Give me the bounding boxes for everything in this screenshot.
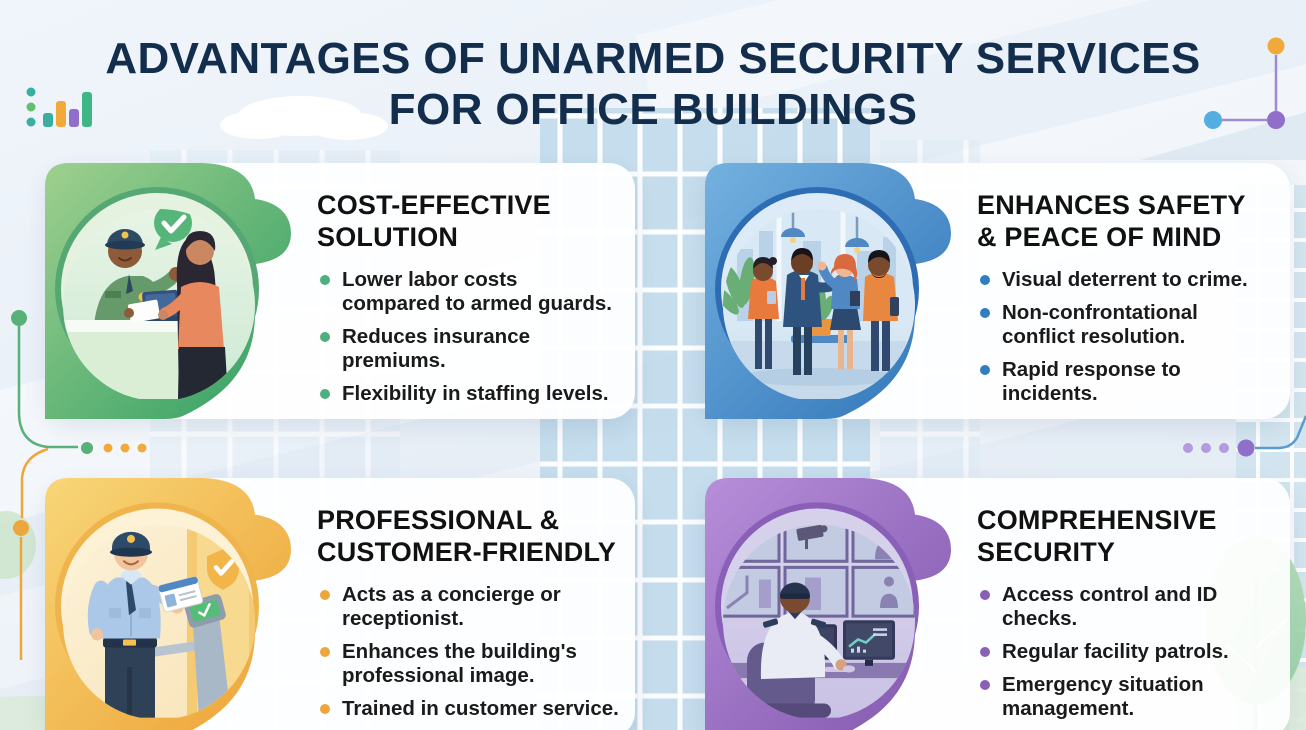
person-orange-sweater	[863, 250, 899, 371]
card-content: COST-EFFECTIVE SOLUTION Lower labor cost…	[317, 189, 621, 415]
cloud	[220, 96, 388, 140]
bullet-item: Enhances the building's professional ima…	[317, 640, 621, 688]
guard-figure	[87, 531, 204, 718]
card-professional-customer-friendly: PROFESSIONAL & CUSTOMER-FRIENDLY Acts as…	[45, 478, 635, 730]
bullet-item: Non-confrontational conflict resolution.	[977, 301, 1276, 349]
person-blue-blazer	[817, 254, 861, 369]
bullet-item: Trained in customer service.	[317, 697, 621, 721]
bullet-list: Acts as a concierge or receptionist. Enh…	[317, 583, 621, 721]
card-heading: COST-EFFECTIVE SOLUTION	[317, 190, 551, 252]
page-title-line2: FOR OFFICE BUILDINGS	[388, 85, 918, 134]
purple-accent-blob	[705, 478, 951, 730]
turnstile	[147, 594, 231, 718]
card-heading: PROFESSIONAL & CUSTOMER-FRIENDLY	[317, 505, 616, 567]
illustration-cctv-control-room	[723, 524, 915, 718]
bullet-item: Visual deterrent to crime.	[977, 268, 1276, 292]
bullet-list: Lower labor costs compared to armed guar…	[317, 268, 621, 406]
shield-check-icon	[207, 549, 239, 590]
bush	[0, 511, 36, 579]
page-title: ADVANTAGES OF UNARMED SECURITY SERVICES …	[0, 33, 1306, 135]
bullet-item: Reduces insurance premiums.	[317, 325, 621, 373]
bullet-list: Visual deterrent to crime. Non-confronta…	[977, 268, 1276, 406]
card-heading: COMPREHENSIVE SECURITY	[977, 505, 1217, 567]
yellow-accent-blob	[45, 478, 291, 730]
card-content: PROFESSIONAL & CUSTOMER-FRIENDLY Acts as…	[317, 504, 621, 730]
illustration-office-group	[723, 209, 915, 399]
bullet-list: Access control and ID checks. Regular fa…	[977, 583, 1276, 721]
card-enhances-safety: ENHANCES SAFETY & PEACE OF MIND Visual d…	[705, 163, 1290, 419]
blue-accent-blob	[705, 163, 951, 419]
card-cost-effective-solution: COST-EFFECTIVE SOLUTION Lower labor cost…	[45, 163, 635, 419]
person-orange-blazer	[748, 257, 779, 369]
card-comprehensive-security: COMPREHENSIVE SECURITY Access control an…	[705, 478, 1290, 730]
card-content: COMPREHENSIVE SECURITY Access control an…	[977, 504, 1276, 730]
page-title-line1: ADVANTAGES OF UNARMED SECURITY SERVICES	[105, 34, 1201, 83]
bullet-item: Rapid response to incidents.	[977, 358, 1276, 406]
check-bubble-icon	[154, 209, 192, 250]
card-heading: ENHANCES SAFETY & PEACE OF MIND	[977, 190, 1246, 252]
bullet-item: Flexibility in staffing levels.	[317, 382, 621, 406]
bullet-item: Lower labor costs compared to armed guar…	[317, 268, 621, 316]
pendant-lamps	[781, 209, 869, 253]
green-accent-blob	[45, 163, 291, 419]
bullet-item: Acts as a concierge or receptionist.	[317, 583, 621, 631]
id-card	[158, 576, 204, 613]
reception-desk	[63, 289, 205, 399]
card-content: ENHANCES SAFETY & PEACE OF MIND Visual d…	[977, 189, 1276, 415]
bullet-item: Regular facility patrols.	[977, 640, 1276, 664]
bullet-item: Emergency situation management.	[977, 673, 1276, 721]
bullet-item: Access control and ID checks.	[977, 583, 1276, 631]
guard-at-console	[747, 582, 855, 718]
